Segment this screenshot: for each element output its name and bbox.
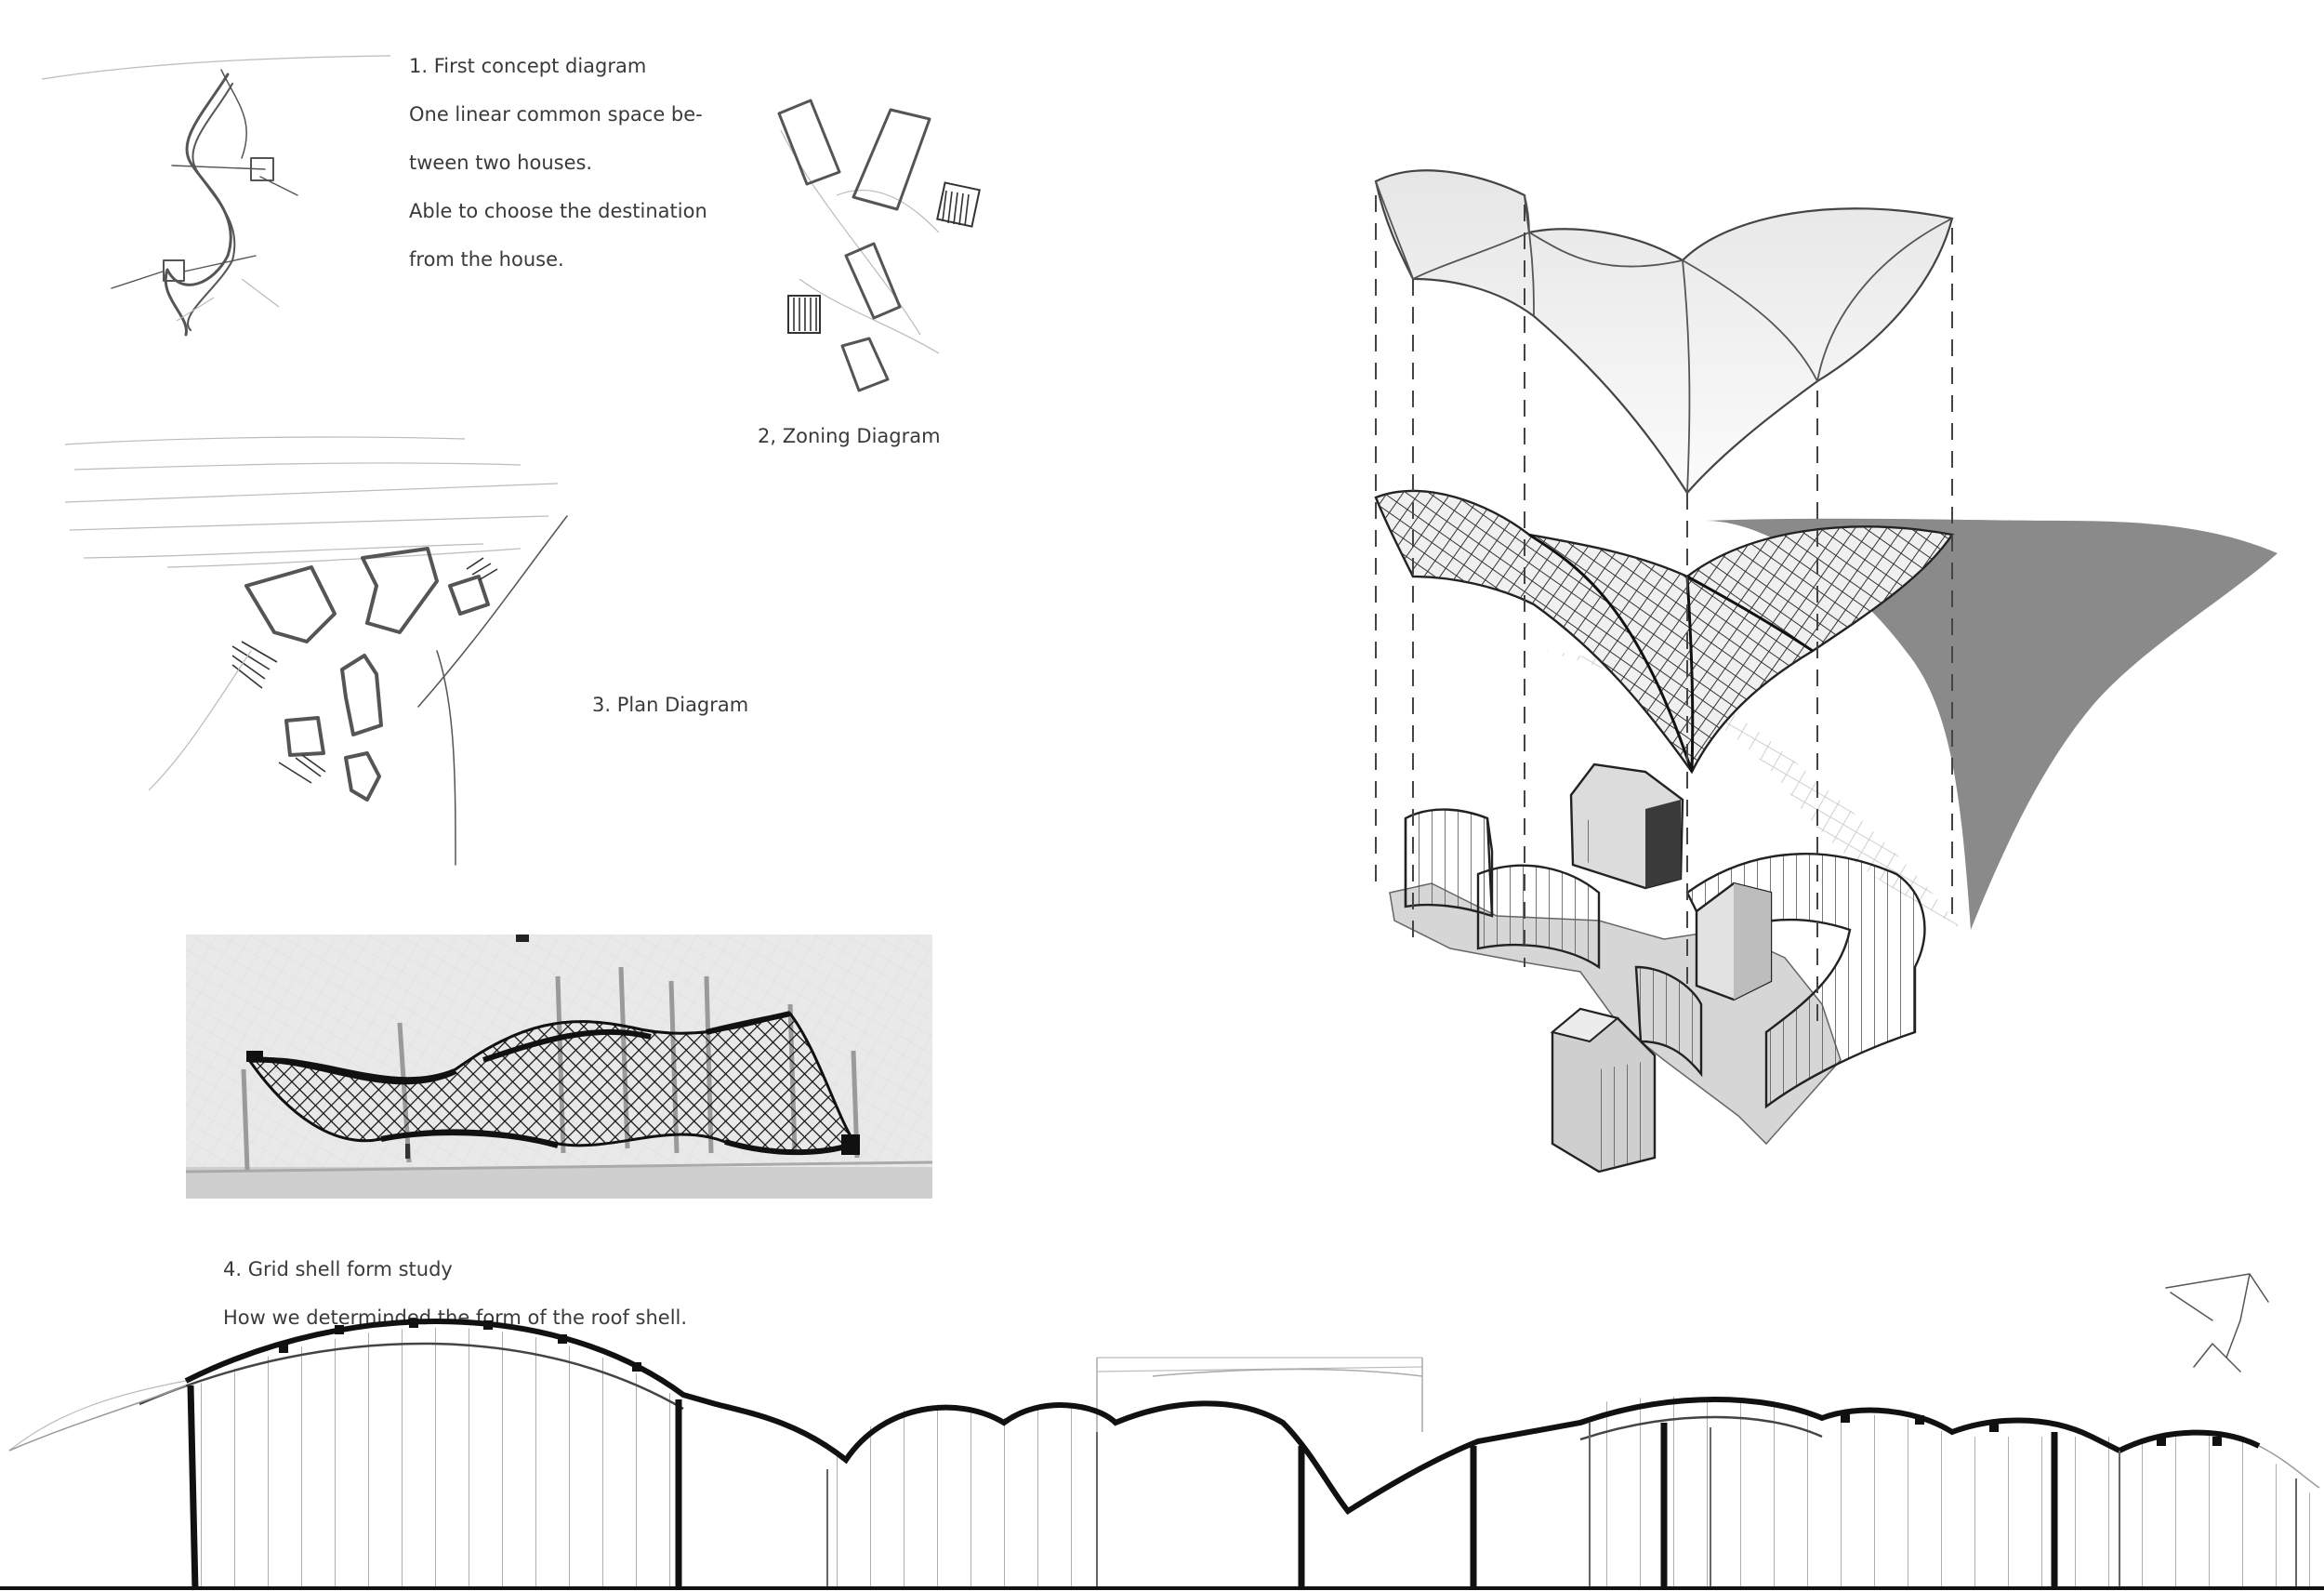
small-sketch xyxy=(2165,1273,2269,1372)
plan-sketch xyxy=(64,436,568,866)
shell-shadow xyxy=(1706,518,2278,930)
roof-shell-surface xyxy=(1374,169,1954,495)
caption-line: from the house. xyxy=(409,248,564,271)
caption-line: 4. Grid shell form study xyxy=(223,1258,453,1280)
hatched-block xyxy=(936,181,981,228)
gridshell-photo xyxy=(185,935,933,1199)
gridshell-study-caption: 4. Grid shell form study How we determin… xyxy=(223,1233,687,1354)
caption-line: 1. First concept diagram xyxy=(409,55,647,77)
caption-line: tween two houses. xyxy=(409,152,593,174)
concept-sketch xyxy=(41,55,391,337)
caption-line: One linear common space be- xyxy=(409,103,703,126)
projection-lines xyxy=(1375,195,1953,1023)
caption-line: How we determinded the form of the roof … xyxy=(223,1306,688,1329)
zoning-sketch xyxy=(777,99,981,392)
plan-diagram-caption: 3. Plan Diagram xyxy=(592,694,749,716)
caption-line: Able to choose the destination xyxy=(409,200,707,222)
concept-diagram-caption: 1. First concept diagram One linear comm… xyxy=(409,30,707,296)
ground-floor-plan xyxy=(1389,762,1926,1173)
zoning-diagram-caption: 2, Zoning Diagram xyxy=(758,425,941,447)
house-volume xyxy=(1695,882,1773,1001)
house-volume xyxy=(1550,1007,1657,1173)
long-section xyxy=(0,1319,2324,1591)
house-volume xyxy=(1569,762,1684,890)
hatched-block xyxy=(787,295,821,334)
